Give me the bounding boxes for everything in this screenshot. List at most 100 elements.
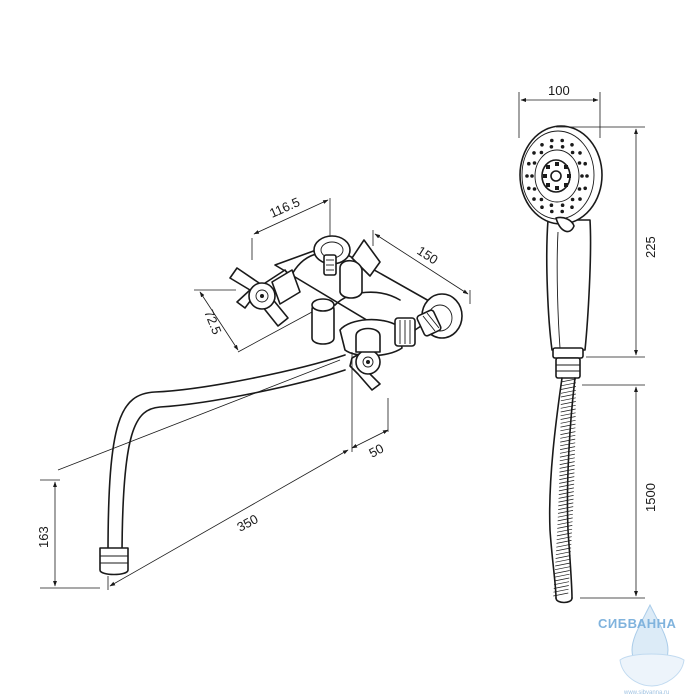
diverter-body [339,259,363,299]
hose-ring [557,525,573,529]
hose-ring [559,480,575,484]
hose-ring [559,457,575,462]
left-cross-handle [229,267,301,327]
dim-spout-offset: 50 [366,441,386,461]
hose-ring [558,498,574,503]
hose-ring [558,491,574,495]
hose-ring [558,506,574,510]
hose-ring [559,465,575,469]
hose-ring [553,588,569,593]
nozzle-dot [540,143,544,147]
nozzle-square [555,162,559,166]
center-cross-handle [349,327,381,391]
nozzle-dot [578,151,582,155]
nozzle-dot [539,197,544,202]
nozzle-square [567,174,571,178]
nozzle-dot [560,209,564,214]
hose-ring [555,558,571,563]
hose-ring [557,510,574,514]
hose-ring [560,401,576,405]
nozzle-dot [580,174,584,178]
hose-ring [560,419,576,424]
hose-ring [559,468,575,473]
hose-ring [560,397,576,402]
nozzle-dot [550,138,554,143]
nozzle-dot [560,203,565,207]
nozzle-square [543,174,547,178]
hose-ring [560,382,577,387]
hose-ring [554,566,571,571]
brand-name: СИБВАННА [598,616,676,631]
nozzle-dot [560,138,564,143]
hose-ring [560,408,576,413]
hose-ring [560,378,577,383]
nozzle-square [564,183,568,187]
nozzle-dot [525,174,529,178]
hose-ring [555,555,571,559]
dim-body-length: 150 [414,243,440,267]
hand-shower [519,125,603,379]
nozzle-dot [550,209,554,214]
hose-ring [559,449,576,454]
hose-ring [556,532,572,537]
nozzle-dot [539,150,544,155]
dim-handle-spacing: 116.5 [267,194,302,221]
brand-logo: СИБВАННА www.sibvanna.ru [598,603,685,696]
hose-ring [559,453,575,458]
hose-ring [560,393,576,398]
dim-handle-height: 72.5 [201,308,224,337]
nozzle-dot [570,205,574,209]
hose-ring [556,536,572,541]
hose-ring [560,423,576,428]
shower-nozzles [525,138,589,214]
hose-ring [556,547,572,552]
hose-ring [560,442,576,447]
nozzle-square [555,186,559,190]
nozzle-dot [570,143,574,147]
nozzle-dot [577,187,582,191]
hose-ring [559,483,575,488]
nozzle-dot [570,197,575,202]
hose-ring [553,585,569,589]
hose-ring [558,502,574,507]
spout-aerator [99,547,129,576]
nozzle-dot [577,161,582,165]
shower-hose [548,377,577,604]
hose-ring [560,427,576,432]
hose-ring [560,404,576,409]
nozzle-dot [532,151,536,155]
nozzle-dot [583,186,587,191]
hose-ring [557,517,573,522]
nozzle-dot [540,205,544,209]
faucet-body [99,235,463,576]
nozzle-dot [570,150,575,155]
hose-ring [559,472,575,477]
shower-handle [545,219,592,351]
dim-hose-length: 1500 [643,483,658,512]
nozzle-dot [532,187,537,191]
nozzle-dot [585,174,589,178]
hose-ring [553,581,570,586]
hose-ring [559,461,575,465]
hose-ring [560,434,576,439]
hose-ring [557,513,573,518]
nozzle-dot [532,161,537,165]
hose-ring [557,528,573,533]
nozzle-dot [532,197,536,201]
hose-ring [558,495,574,499]
dim-shower-width: 100 [548,83,570,98]
hose-ring [560,412,576,417]
hose-ring [559,476,575,480]
hose-ring [555,551,571,556]
hose-ring [555,562,571,567]
nozzle-dot [560,145,565,149]
hose-ring [558,487,574,492]
hose-ring [557,521,573,526]
dim-spout-height: 163 [36,526,51,548]
hose-ring [554,573,570,578]
brand-site: www.sibvanna.ru [623,690,669,696]
dim-shower-length: 225 [643,236,658,258]
nozzle-dot [530,174,534,178]
hose-ring [560,438,576,443]
